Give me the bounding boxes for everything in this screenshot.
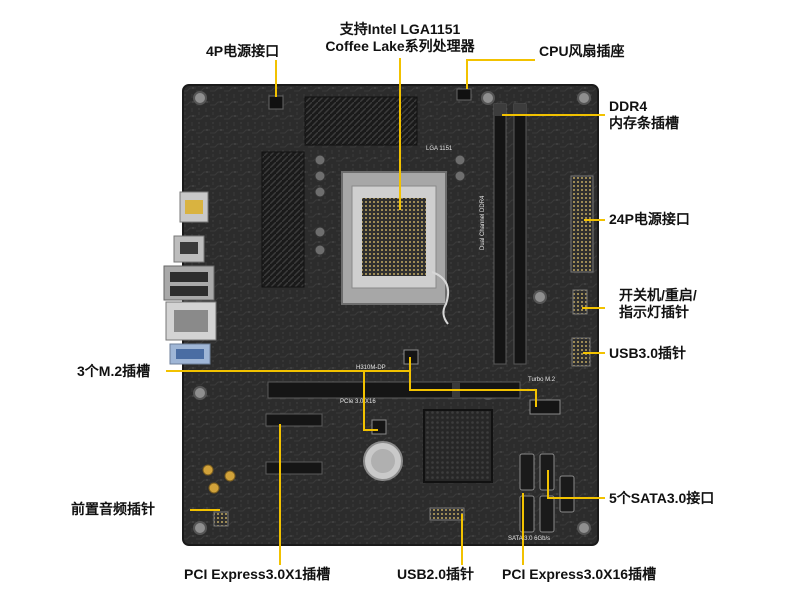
dimm-slots xyxy=(493,103,527,365)
pcie-x1-slot-2 xyxy=(265,461,323,475)
cmos-battery xyxy=(363,441,403,481)
label-cpu-fan: CPU风扇插座 xyxy=(539,43,625,59)
label-ddr4-line2: 内存条插槽 xyxy=(609,115,679,131)
audio-capacitors xyxy=(202,464,236,494)
label-ddr4-line1: DDR4 xyxy=(609,98,648,114)
callout-lines xyxy=(166,58,605,565)
label-usb30: USB3.0插针 xyxy=(609,345,687,361)
cpu-socket xyxy=(341,171,450,325)
label-cpu-socket-line2: Coffee Lake系列处理器 xyxy=(325,38,475,54)
sata-marking: SATA 3.0 6Gb/s xyxy=(508,536,551,542)
cpu-fan-connector xyxy=(456,88,472,101)
socket-marking: LGA 1151 xyxy=(426,146,453,152)
label-cpu-socket-line1: 支持Intel LGA1151 xyxy=(339,21,461,37)
rear-io-ports xyxy=(163,191,217,365)
label-power-24p: 24P电源接口 xyxy=(609,211,690,227)
usb20-header xyxy=(429,507,465,521)
vrm-heatsink-top xyxy=(304,96,418,146)
label-front-panel: 开关机/重启/ 指示灯插针 xyxy=(619,287,739,321)
pcie-x1-slot-1 xyxy=(265,413,323,427)
label-sata: 5个SATA3.0接口 xyxy=(609,490,715,506)
label-front-panel-line2: 指示灯插针 xyxy=(619,304,689,320)
brand-marking: H310M-DP xyxy=(356,365,386,371)
m2-slot-3 xyxy=(529,399,561,415)
label-front-panel-line1: 开关机/重启/ xyxy=(619,287,697,303)
label-usb20: USB2.0插针 xyxy=(397,566,475,582)
vrm-heatsink-left xyxy=(261,151,305,288)
chipset-heatsink xyxy=(423,409,493,483)
label-m2: 3个M.2插槽 xyxy=(77,363,151,379)
label-front-audio: 前置音频插针 xyxy=(71,501,155,517)
power-24p-connector xyxy=(570,175,594,273)
mounting-holes xyxy=(193,91,591,535)
chipset-marking: Turbo M.2 xyxy=(528,377,556,383)
vrm-capacitors xyxy=(314,154,466,256)
front-panel-header xyxy=(572,289,588,315)
dimm-marking: Dual Channel DDR4 xyxy=(480,195,486,250)
label-power-4p: 4P电源接口 xyxy=(206,43,280,59)
pcie-slot-marking: PCIe 3.0 X16 xyxy=(340,399,376,405)
power-4p-connector xyxy=(268,95,284,110)
label-ddr4: DDR4 内存条插槽 xyxy=(609,98,729,132)
m2-slot-2 xyxy=(371,419,387,435)
label-cpu-socket: 支持Intel LGA1151 Coffee Lake系列处理器 xyxy=(300,21,500,55)
label-pcie-x1: PCI Express3.0X1插槽 xyxy=(184,566,331,582)
front-audio-header xyxy=(213,511,229,527)
label-pcie-x16: PCI Express3.0X16插槽 xyxy=(502,566,657,582)
